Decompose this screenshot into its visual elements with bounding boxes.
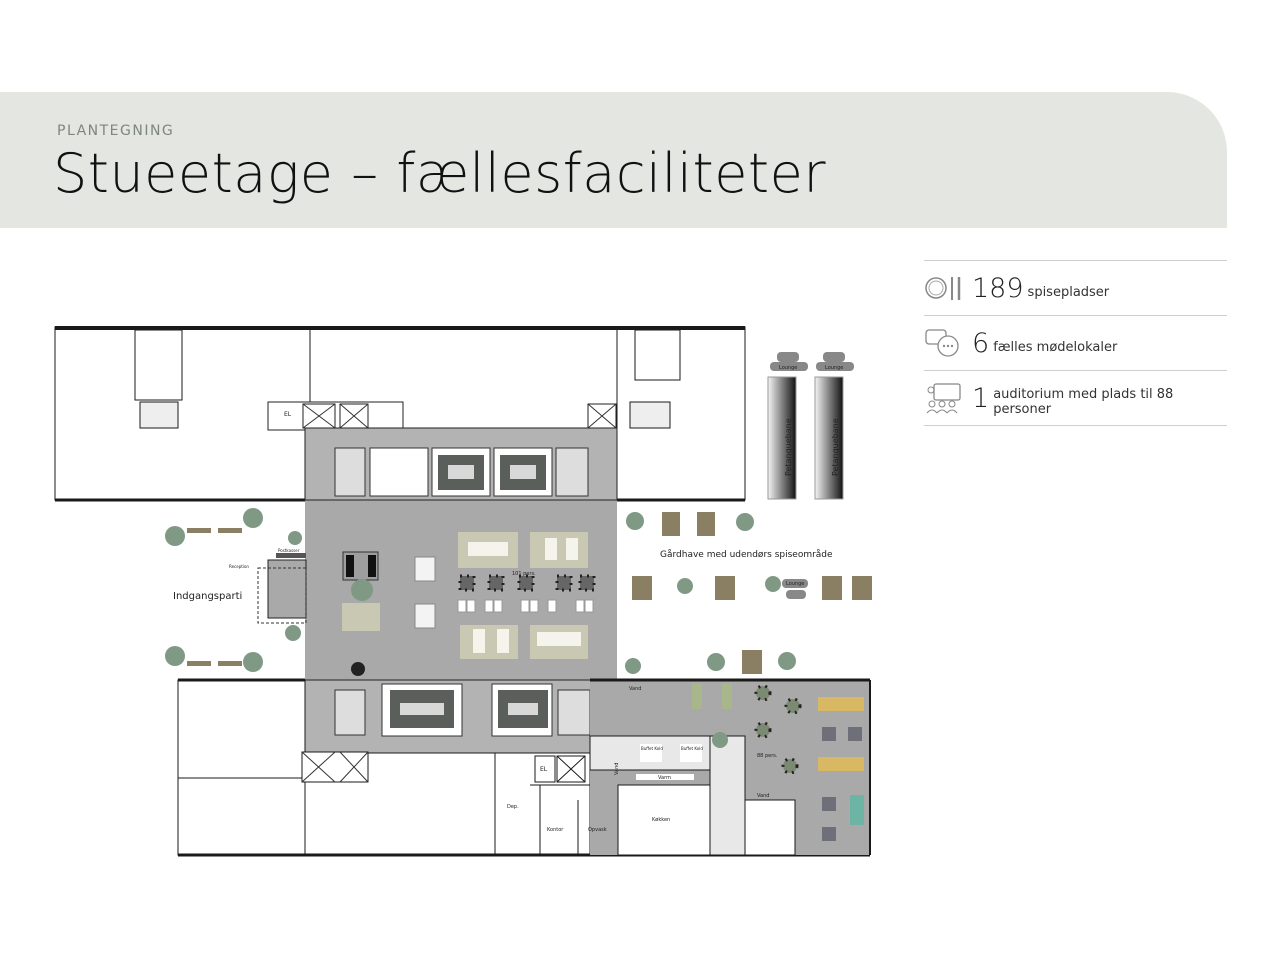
label-dishwash: Opvask	[588, 827, 607, 833]
header-band	[0, 92, 1227, 228]
label-entrance: Indgangsparti	[173, 591, 242, 602]
stat-dining: 189 spisepladser	[924, 260, 1227, 315]
stat-value: 189	[972, 272, 1024, 304]
stats-panel: 189 spisepladser 6 fælles mødelokaler 1 …	[924, 260, 1227, 426]
stat-auditorium: 1 auditorium med plads til 88 personer	[924, 370, 1227, 426]
label-reception: Reception	[229, 564, 249, 569]
bottom-wing	[177, 678, 871, 857]
label-petanque: Petanquebane	[784, 418, 793, 476]
label-lounge: Lounge	[825, 365, 843, 371]
plan-labels: EL EL Indgangsparti Reception Postkasser…	[173, 365, 843, 833]
stat-label: auditorium med plads til 88 personer	[993, 387, 1174, 417]
stat-label: spisepladser	[1027, 284, 1110, 300]
dining-icon	[925, 277, 961, 300]
label-dining-capacity: 88 pers.	[757, 753, 778, 759]
central-core	[267, 401, 618, 754]
label-warm: Varm	[658, 775, 671, 781]
stat-label: fælles mødelokaler	[993, 339, 1118, 355]
label-water: Vand	[614, 763, 620, 775]
label-mailboxes: Postkasser	[278, 548, 300, 553]
label-lounge: Lounge	[779, 365, 797, 371]
label-kitchen: Køkken	[652, 817, 670, 823]
label-water: Vand	[757, 793, 769, 799]
label-office: Kontor	[547, 827, 564, 833]
label-courtyard: Gårdhave med udendørs spiseområde	[660, 549, 833, 560]
chat-bubbles-icon	[925, 329, 959, 357]
stat-value: 6	[972, 327, 990, 359]
label-el: EL	[540, 766, 548, 773]
label-petanque: Petanquebane	[831, 418, 840, 476]
auditorium-icon	[926, 383, 961, 414]
label-depot: Dep.	[507, 804, 519, 810]
stat-value: 1	[972, 382, 990, 414]
label-el: EL	[284, 411, 292, 418]
label-buffet-cold: Buffet Kold	[681, 746, 703, 751]
label-hall-capacity: 101 pers.	[512, 571, 536, 577]
label-lounge: Lounge	[786, 581, 804, 587]
stat-meeting-rooms: 6 fælles mødelokaler	[924, 315, 1227, 370]
label-water: Vand	[629, 686, 641, 692]
courtyard	[165, 352, 872, 748]
page-kicker: PLANTEGNING	[57, 123, 175, 139]
page-title: Stueetage – fællesfaciliteter	[53, 142, 827, 205]
label-buffet-cold: Buffet Kold	[641, 746, 663, 751]
